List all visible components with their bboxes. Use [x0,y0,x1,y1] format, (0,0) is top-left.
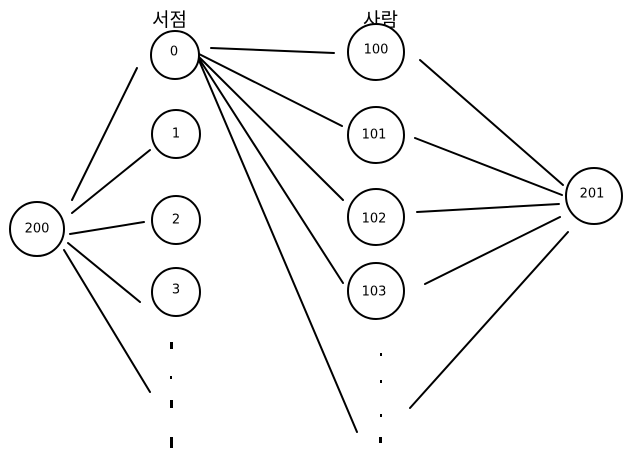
node-100: 100 [347,23,405,81]
node-label: 200 [25,222,50,237]
node-3: 3 [151,267,201,317]
node-0: 0 [150,30,200,80]
edge-0-103 [197,56,344,284]
bookstore-ellipsis [170,342,173,448]
edge-200-more [63,249,151,393]
edge-200-1 [71,149,151,214]
edges-source [63,67,151,393]
ellipsis-dot [380,353,382,356]
edge-0-100 [210,47,335,54]
ellipsis-dot [170,342,173,349]
edge-more-201 [409,231,569,409]
node-label: 101 [362,128,387,143]
edge-0-more [197,57,358,433]
node-102: 102 [347,188,405,246]
edge-200-3 [67,242,141,303]
node-label: 201 [580,187,605,202]
node-label: 1 [172,127,180,142]
edge-0-101 [198,53,343,127]
node-label: 100 [364,43,389,58]
node-101: 101 [347,106,405,164]
node-1: 1 [151,109,201,159]
edge-200-2 [69,221,145,235]
node-label: 103 [362,285,387,300]
edge-100-201 [419,59,564,186]
edges-sink [409,59,569,409]
edge-102-201 [416,203,560,213]
node-label: 3 [172,283,180,298]
node-200: 200 [9,201,65,257]
ellipsis-dot [379,437,382,443]
node-label: 2 [172,213,180,228]
node-label: 102 [362,212,387,227]
ellipsis-dot [380,380,382,383]
ellipsis-dot [170,437,173,448]
edge-200-0 [71,67,138,201]
edges-bookstore-people [197,47,358,433]
ellipsis-dot [380,414,382,417]
node-103: 103 [347,262,405,320]
node-2: 2 [151,195,201,245]
node-label: 0 [170,45,178,60]
heading-bookstores: 서점 [152,9,187,31]
ellipsis-dot [170,376,172,379]
edge-101-201 [414,137,563,196]
edge-0-102 [197,55,344,201]
people-ellipsis [379,353,382,443]
edge-103-201 [424,216,561,285]
ellipsis-dot [170,400,173,408]
node-201: 201 [565,167,623,225]
